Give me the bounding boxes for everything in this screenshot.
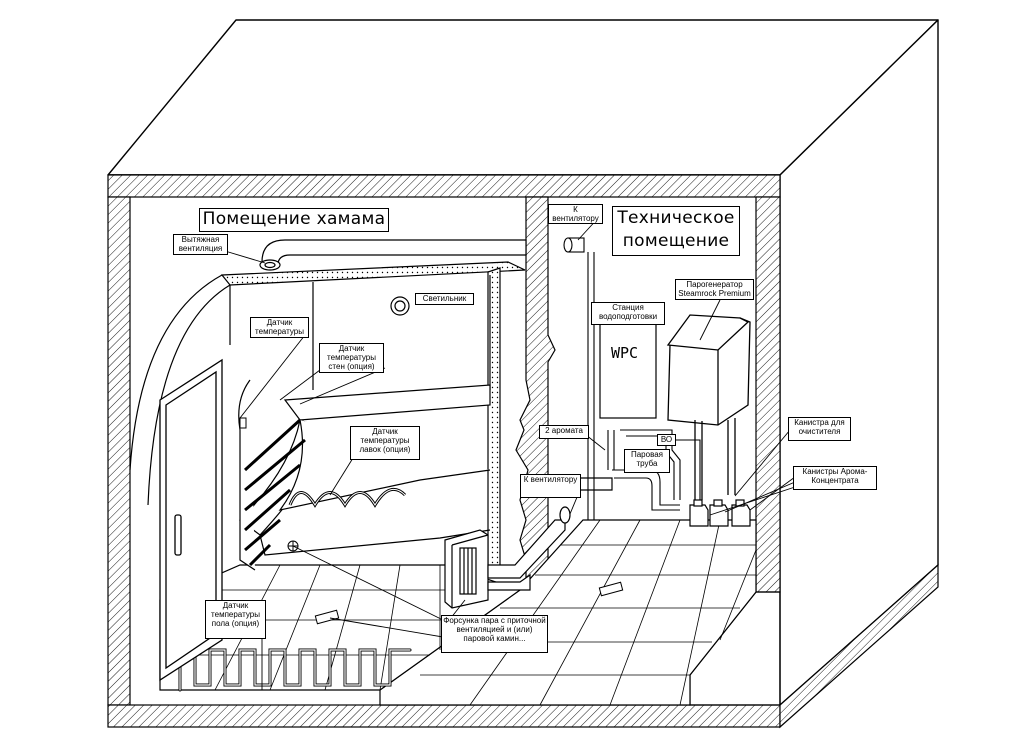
bench xyxy=(238,379,491,571)
temp-sensor-device xyxy=(239,417,247,429)
label-two-aromas: 2 аромата xyxy=(539,425,589,439)
label-steam-pipe: Паровая труба xyxy=(624,449,670,473)
canisters xyxy=(689,499,751,527)
lamp-fixture xyxy=(390,296,410,316)
label-exhaust: Вытяжная вентиляция xyxy=(173,234,228,255)
steam-nozzle xyxy=(444,529,489,609)
floor-slab xyxy=(107,704,781,728)
drain-tech xyxy=(598,581,624,597)
label-temp-sensor: Датчик температуры xyxy=(250,317,309,338)
label-bench-sensor: Датчик температуры лавок (опция) xyxy=(350,426,420,460)
exhaust-pipe xyxy=(259,239,527,271)
label-aroma-canisters: Канистры Арома-Концентрата xyxy=(793,466,877,490)
hammam-dome xyxy=(129,261,526,576)
partition-wall xyxy=(515,196,556,606)
tech-floor xyxy=(379,519,757,706)
label-to-vent-mid: К вентилятору xyxy=(520,474,581,498)
label-lamp: Светильник xyxy=(415,293,474,305)
label-floor-sensor: Датчик температуры пола (опция) xyxy=(205,600,266,639)
label-wall-sensor: Датчик температуры стен (опция) xyxy=(319,343,384,373)
wpc-text: WPC xyxy=(611,344,639,362)
technical-room-title-text: Техническое помещение xyxy=(617,208,735,251)
drain-hammam xyxy=(314,609,340,625)
label-water-station: Станция водоподготовки xyxy=(591,302,665,325)
vent-cylinder xyxy=(563,237,585,253)
technical-room-title: Техническое помещение xyxy=(612,206,740,256)
right-wall xyxy=(755,196,781,593)
steam-generator xyxy=(666,314,751,500)
label-nozzle: Форсунка пара с приточной вентиляцией и … xyxy=(441,615,548,653)
label-to-vent-top: К вентилятору xyxy=(548,204,603,224)
label-cleaner-canister: Канистра для очистителя xyxy=(788,417,851,441)
right-floor-slab xyxy=(779,563,939,729)
water-station-cabinet xyxy=(599,322,657,419)
ceiling-slab xyxy=(107,174,781,198)
hammam-room-title: Помещение хамама xyxy=(199,208,389,232)
wall-heating xyxy=(243,418,306,567)
label-bo: ВО xyxy=(657,434,676,446)
left-wall xyxy=(107,196,131,706)
label-steam-generator: Парогенератор Steamrock Premium xyxy=(675,279,754,300)
